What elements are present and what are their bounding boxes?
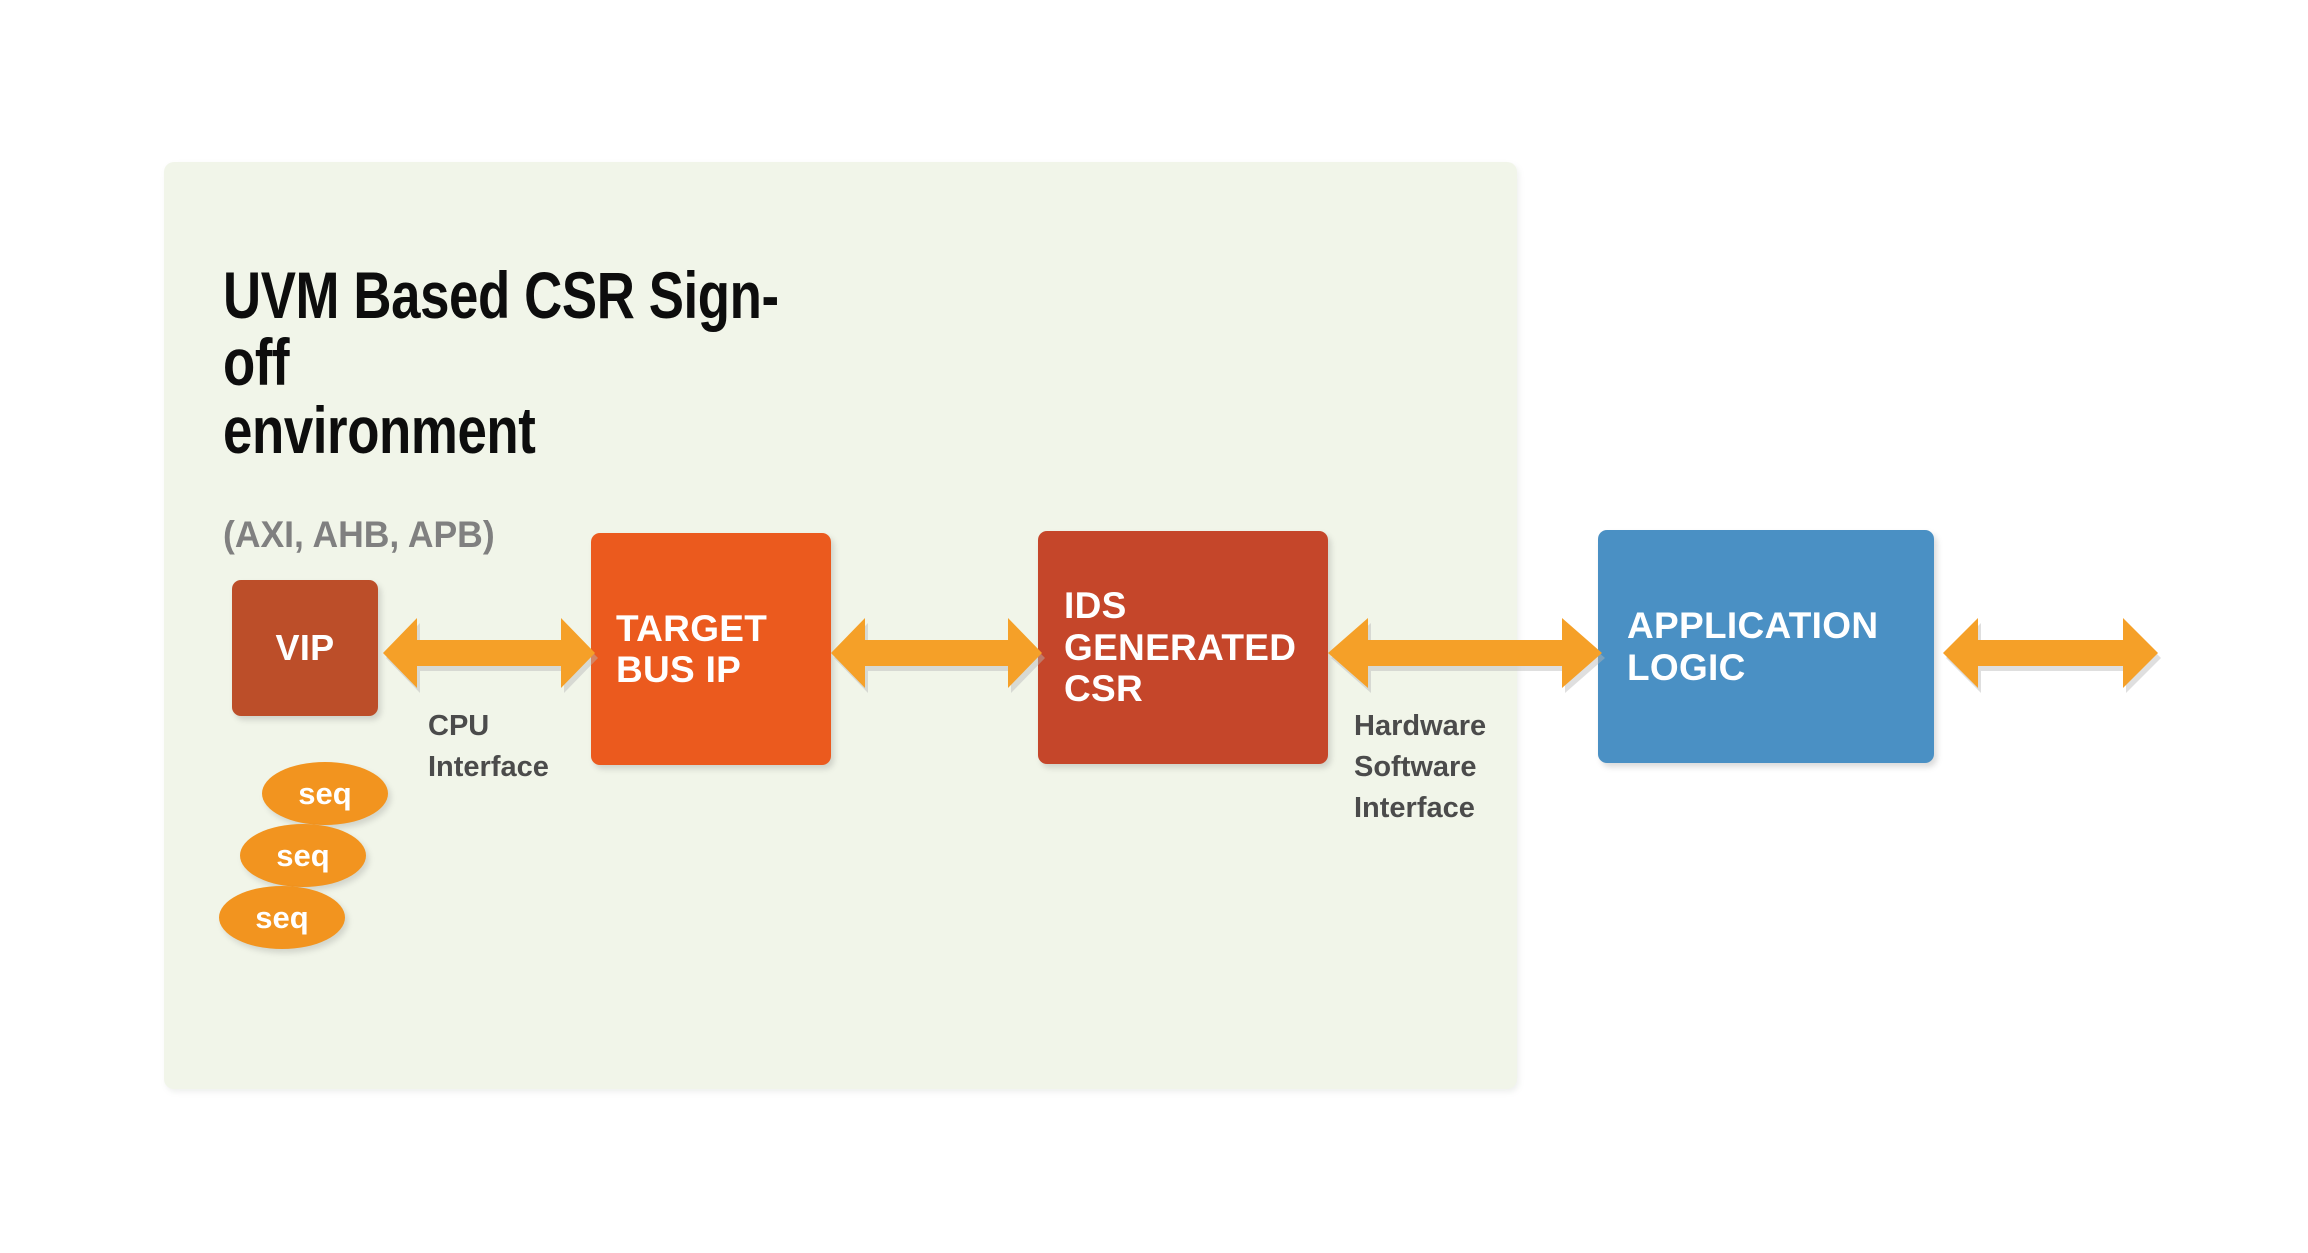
block-vip[interactable]: VIP	[232, 580, 378, 716]
connector-caption-hardware-software-interface: Hardware Software Interface	[1354, 710, 1487, 825]
sequence-item[interactable]: seq	[219, 886, 345, 949]
connector-caption-cpu-interface: CPU Interface	[428, 710, 549, 784]
sequence-item-label: seq	[255, 899, 309, 935]
page-title: UVM Based CSR Sign-off environment	[223, 258, 779, 467]
bidirectional-arrow-icon	[1943, 614, 2161, 693]
protocol-subtitle: (AXI, AHB, APB)	[223, 514, 495, 555]
bidirectional-arrow-icon	[1328, 614, 1605, 693]
bidirectional-arrow-icon	[831, 614, 1045, 693]
block-ids-generated-csr-label: IDS GENERATED CSR	[1064, 585, 1297, 710]
block-application-logic-label: APPLICATION LOGIC	[1627, 605, 1879, 688]
block-target-bus-ip[interactable]: TARGET BUS IP	[591, 533, 831, 765]
block-target-bus-ip-label: TARGET BUS IP	[616, 607, 768, 690]
bidirectional-arrow-icon	[383, 614, 598, 693]
sequence-item-label: seq	[298, 775, 352, 811]
block-vip-label: VIP	[275, 626, 335, 668]
sequence-item[interactable]: seq	[262, 762, 388, 825]
block-ids-generated-csr[interactable]: IDS GENERATED CSR	[1038, 531, 1328, 764]
sequence-item-label: seq	[276, 837, 330, 873]
sequence-item[interactable]: seq	[240, 824, 366, 887]
block-application-logic[interactable]: APPLICATION LOGIC	[1598, 530, 1934, 763]
